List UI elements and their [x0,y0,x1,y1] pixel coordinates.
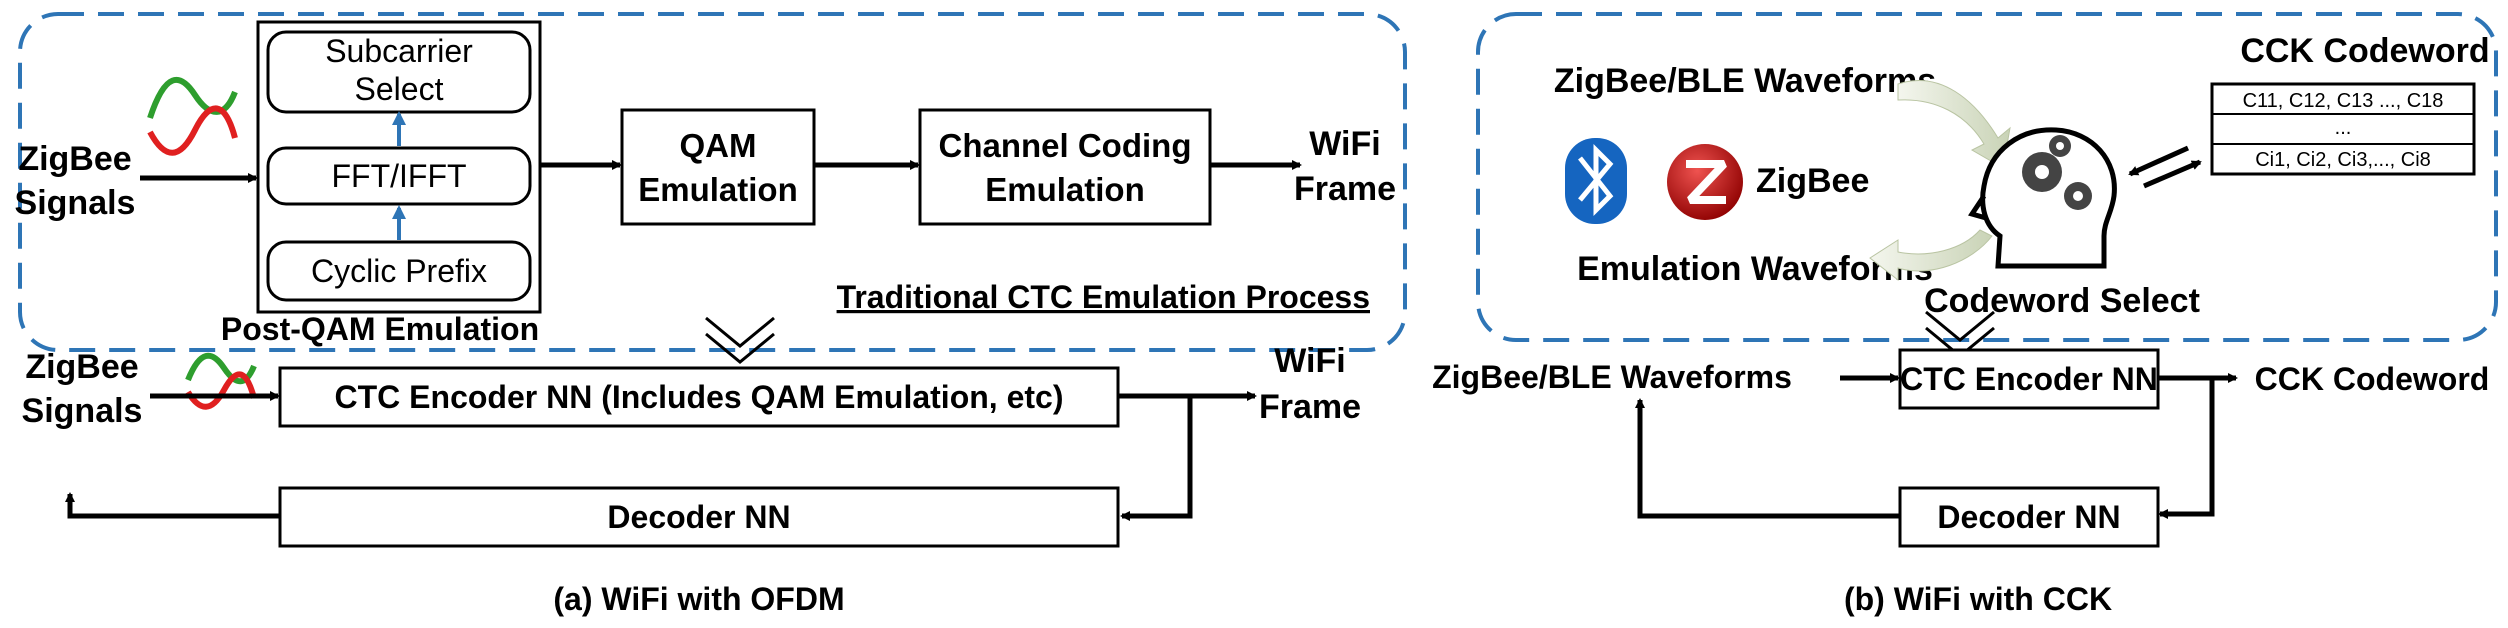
emulation-curved-arrow [1869,229,1993,282]
codeword-row-2: ... [2335,117,2352,139]
caption-a: (a) WiFi with OFDM [553,581,844,617]
fft-box [266,146,532,206]
traditional-process-dashed-box [18,12,1407,352]
cck-process-dashed-box [1476,12,2498,342]
decoder-label-a: Decoder NN [607,499,790,535]
codeword-to-decoder-arrow [2158,378,2215,519]
decoder-box-a [278,486,1120,548]
decoder-output-arrow [65,492,280,519]
brain-gears-icon [1968,127,2117,269]
signal-wave-icon [147,76,238,156]
nn-wifi-frame-label-1: WiFi [1274,342,1345,380]
codeword-table [2210,82,2476,176]
qam-label-1: QAM [680,127,757,164]
decoder-label-b: Decoder NN [1937,499,2120,535]
nn-wifi-frame-label-2: Frame [1259,388,1361,426]
cyclic-prefix-box [266,240,532,302]
bluetooth-icon [1565,138,1627,224]
waveform-curved-arrow [1897,80,2011,169]
zigbee-logo-icon: ZigBee [1667,144,1869,220]
nn-zigbee-ble-label: ZigBee/BLE Waveforms [1432,359,1792,395]
qam-label-2: Emulation [638,171,798,208]
traditional-process-label: Traditional CTC Emulation Process [837,279,1370,315]
cyclic-prefix-label: Cyclic Prefix [311,253,487,289]
ctc-encoder-label-a: CTC Encoder NN (Includes QAM Emulation, … [335,379,1064,415]
signal-wave-icon-lower [185,352,257,410]
codeword-row-3: Ci1, Ci2, Ci3,..., Ci8 [2255,149,2431,171]
subcarrier-label-2: Select [355,71,444,107]
channel-label-1: Channel Coding [939,127,1192,164]
codeword-select-label: Codeword Select [1924,282,2200,320]
zigbee-logo-text: ZigBee [1756,162,1869,200]
frame-to-decoder-arrow [1120,396,1193,521]
codeword-row-1: C11, C12, C13 ..., C18 [2243,90,2444,112]
nn-zigbee-signals-label-2: Signals [22,392,143,430]
wifi-frame-label-1: WiFi [1309,125,1380,163]
nn-zigbee-signals-label-1: ZigBee [25,348,138,386]
zigbee-signals-label-1: ZigBee [18,140,131,178]
wifi-frame-label-2: Frame [1294,170,1396,208]
zigbee-signals-label-2: Signals [15,184,136,222]
decoder-b-output-arrow [1635,398,1900,519]
channel-coding-box [918,108,1212,226]
ctc-encoder-label-b: CTC Encoder NN [1900,361,2158,397]
zigbee-ble-waveforms-label: ZigBee/BLE Waveforms [1554,62,1936,100]
cck-codeword-title: CCK Codeword [2240,32,2489,70]
table-to-head-arrow [2128,145,2190,177]
subcarrier-label-1: Subcarrier [325,33,473,69]
head-to-table-arrow [2143,159,2202,189]
caption-b: (b) WiFi with CCK [1844,581,2112,617]
post-qam-label: Post-QAM Emulation [221,311,539,347]
channel-label-2: Emulation [985,171,1145,208]
nn-cck-codeword-label: CCK Codeword [2255,361,2490,397]
chevron-down-icon [705,316,775,364]
decoder-box-b [1898,486,2160,548]
fft-label: FFT/IFFT [331,158,466,194]
